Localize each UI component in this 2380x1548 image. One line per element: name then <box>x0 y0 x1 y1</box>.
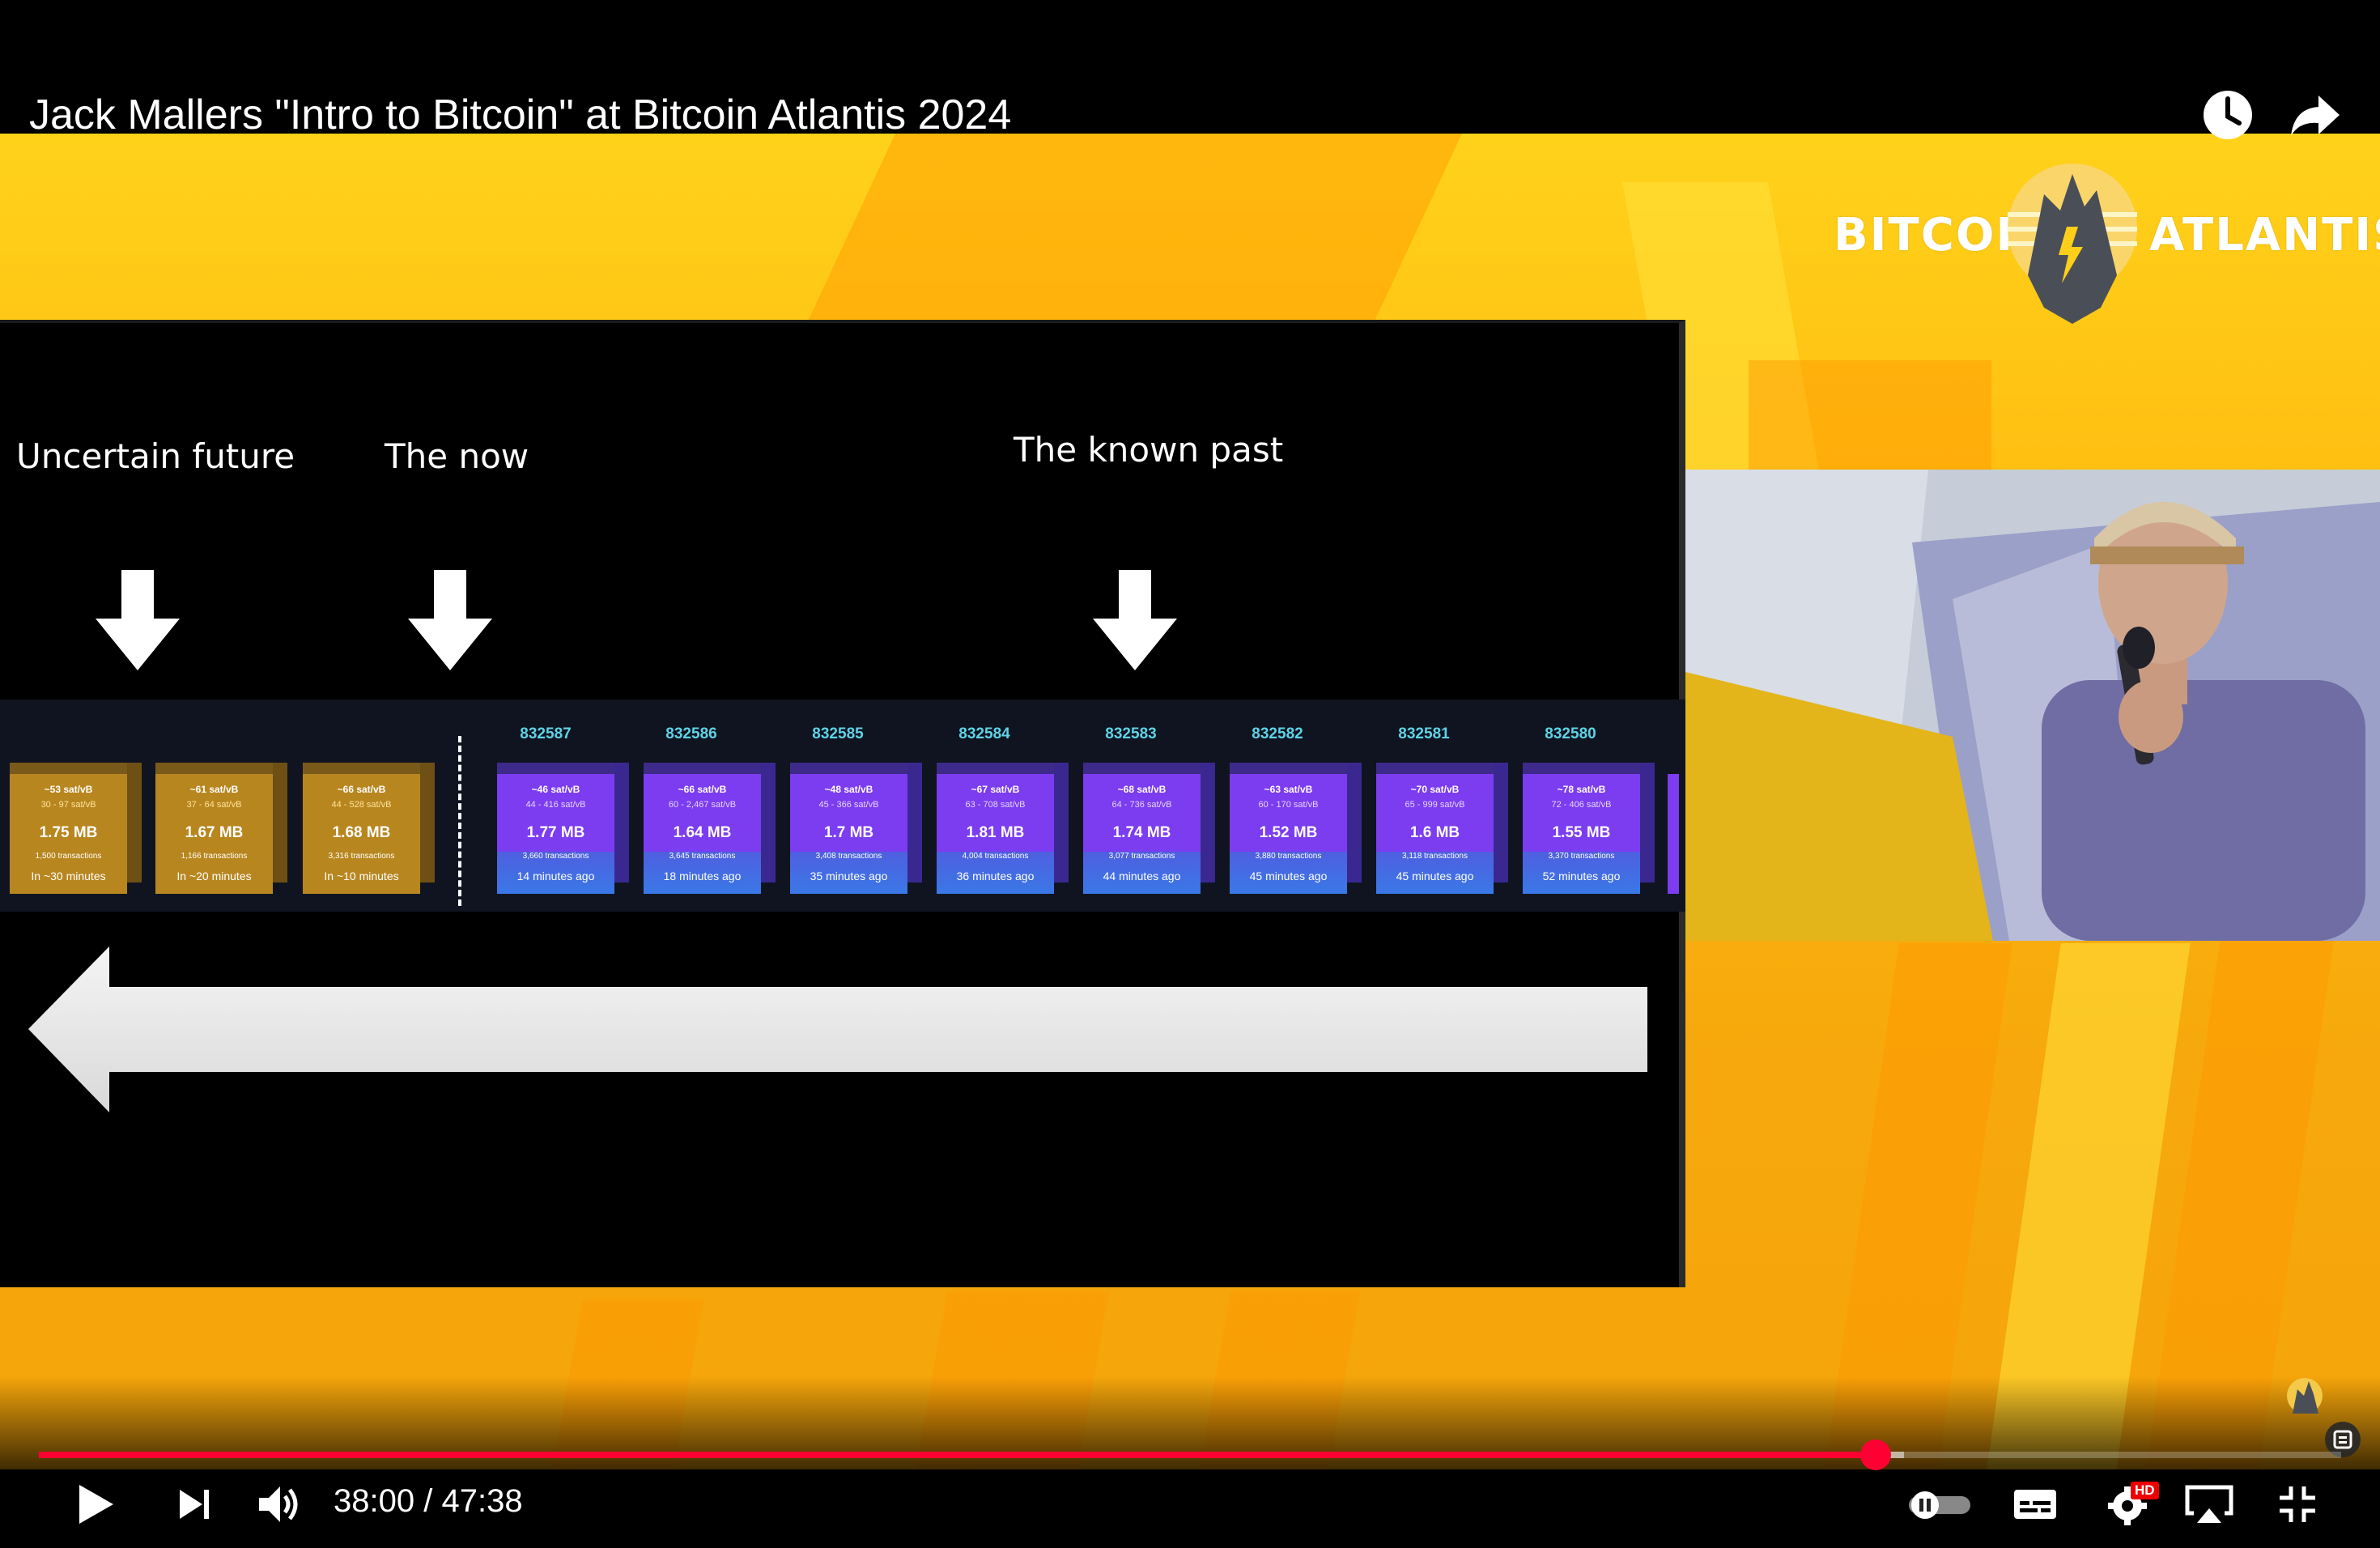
duration: 47:38 <box>441 1483 523 1519</box>
past-block: ~48 sat/vB 45 - 366 sat/vB 1.7 MB 3,408 … <box>790 763 922 894</box>
past-block: ~66 sat/vB 60 - 2,467 sat/vB 1.64 MB 3,6… <box>644 763 776 894</box>
block-height: 832580 <box>1545 725 1596 742</box>
past-block: ~78 sat/vB 72 - 406 sat/vB 1.55 MB 3,370… <box>1523 763 1655 894</box>
future-block: ~61 sat/vB 37 - 64 sat/vB 1.67 MB 1,166 … <box>155 763 287 894</box>
controls-gradient <box>0 1376 2380 1548</box>
future-block: ~53 sat/vB 30 - 97 sat/vB 1.75 MB 1,500 … <box>10 763 142 894</box>
video-title[interactable]: Jack Mallers "Intro to Bitcoin" at Bitco… <box>29 91 1012 138</box>
play-button[interactable] <box>71 1480 120 1529</box>
block-height: 832585 <box>812 725 864 742</box>
hd-badge: HD <box>2131 1482 2159 1499</box>
block-height: 832584 <box>958 725 1010 742</box>
mempool-block-strip: ~53 sat/vB 30 - 97 sat/vB 1.75 MB 1,500 … <box>0 700 1685 912</box>
label-the-now: The now <box>385 436 529 476</box>
subtitles-button[interactable] <box>2011 1480 2059 1529</box>
block-height: 832583 <box>1105 725 1157 742</box>
label-known-past: The known past <box>1014 430 1284 470</box>
presentation-slide: Uncertain future The now The known past … <box>0 320 1685 1287</box>
block-height: 832586 <box>665 725 717 742</box>
subtitles-icon <box>2014 1490 2056 1519</box>
info-card-icon[interactable] <box>2325 1422 2361 1457</box>
label-uncertain-future: Uncertain future <box>16 436 295 476</box>
progress-played <box>39 1452 1876 1458</box>
now-divider <box>458 736 461 906</box>
left-arrow-icon <box>28 946 1647 1112</box>
exit-fullscreen-button[interactable] <box>2273 1480 2322 1529</box>
time-separator: / <box>423 1483 433 1519</box>
past-block: ~63 sat/vB 60 - 170 sat/vB 1.52 MB 3,880… <box>1230 763 1362 894</box>
autoplay-toggle[interactable] <box>1906 1480 1974 1529</box>
settings-button[interactable]: HD <box>2100 1480 2159 1529</box>
past-block: ~46 sat/vB 44 - 416 sat/vB 1.77 MB 3,660… <box>497 763 629 894</box>
partial-block <box>1668 774 1679 894</box>
down-arrow-icon <box>408 570 492 670</box>
channel-watermark-icon[interactable] <box>2284 1376 2325 1422</box>
mountain-emblem-icon <box>2008 164 2137 324</box>
volume-icon <box>259 1486 298 1522</box>
block-height: 832582 <box>1252 725 1303 742</box>
block-height: 832587 <box>520 725 572 742</box>
next-icon <box>180 1490 209 1519</box>
volume-button[interactable] <box>253 1480 306 1529</box>
airplay-icon <box>2185 1485 2233 1523</box>
current-time: 38:00 <box>334 1483 415 1519</box>
airplay-button[interactable] <box>2182 1480 2236 1529</box>
progress-scrubber-handle[interactable] <box>1859 1440 1891 1470</box>
speaker-image <box>1685 470 2380 941</box>
progress-bar[interactable] <box>39 1440 2341 1470</box>
speaker-camera-feed <box>1685 470 2380 941</box>
past-block: ~67 sat/vB 63 - 708 sat/vB 1.81 MB 4,004… <box>937 763 1069 894</box>
future-block: ~66 sat/vB 44 - 528 sat/vB 1.68 MB 3,316… <box>303 763 435 894</box>
block-height: 832581 <box>1398 725 1450 742</box>
brand-word-right: ATLANTIS <box>2149 209 2380 262</box>
exit-fullscreen-icon <box>2280 1486 2315 1522</box>
bitcoin-atlantis-logo: BITCOIN ATLANTIS <box>1834 162 2380 324</box>
watch-later-icon[interactable] <box>2200 87 2255 142</box>
title-bar: Jack Mallers "Intro to Bitcoin" at Bitco… <box>0 0 2380 139</box>
down-arrow-icon <box>96 570 180 670</box>
next-button[interactable] <box>170 1480 219 1529</box>
past-block: ~68 sat/vB 64 - 736 sat/vB 1.74 MB 3,077… <box>1083 763 1215 894</box>
share-icon[interactable] <box>2288 87 2343 142</box>
down-arrow-icon <box>1093 570 1177 670</box>
time-display: 38:00 / 47:38 <box>334 1483 523 1520</box>
past-block: ~70 sat/vB 65 - 999 sat/vB 1.6 MB 3,118 … <box>1376 763 1508 894</box>
play-icon <box>79 1485 113 1524</box>
